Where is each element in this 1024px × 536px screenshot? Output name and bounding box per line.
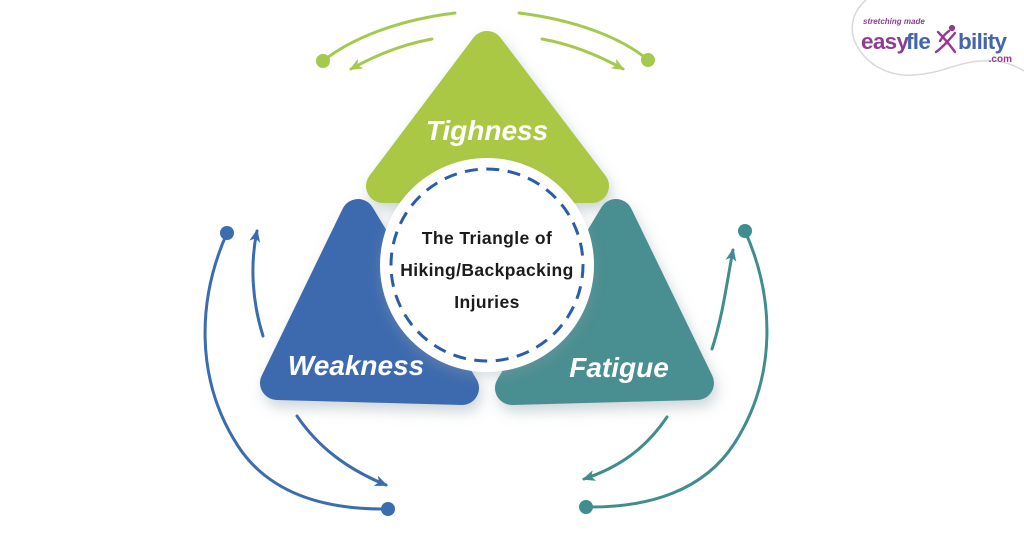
- logo-card-border: [851, 0, 1024, 76]
- tightness-dot-right: [641, 53, 655, 67]
- fatigue-label: Fatigue: [569, 352, 669, 383]
- weakness-arrow-up: [249, 229, 265, 338]
- weakness-dot-bottom: [381, 502, 395, 516]
- fatigue-dot-top: [738, 224, 752, 238]
- figure-limb-3: [938, 29, 951, 43]
- logo-card: stretching made easy fle bility .com: [851, 0, 1024, 76]
- tightness-arrow-right: [540, 37, 625, 71]
- center-title-line-3: Injuries: [454, 292, 519, 312]
- logo-fle: fle: [906, 29, 930, 54]
- logo-figure-x-icon: [934, 24, 957, 54]
- weakness-arrows: [203, 226, 395, 516]
- logo-easy: easy: [861, 29, 909, 54]
- fatigue-arrow-up: [710, 248, 737, 351]
- weakness-label: Weakness: [288, 350, 424, 381]
- logo-wordmark: easy fle bility: [861, 29, 1007, 54]
- center-title-line-2: Hiking/Backpacking: [400, 260, 574, 280]
- logo-card-background: [852, 0, 1024, 76]
- tightness-arrow-left: [349, 37, 434, 71]
- tightness-arrows: [316, 11, 655, 71]
- center-title-line-1: The Triangle of: [422, 228, 552, 248]
- weakness-dot-top: [220, 226, 234, 240]
- tightness-dot-left: [316, 54, 330, 68]
- fatigue-outer-arc: [584, 229, 769, 509]
- logo-domain-suffix: .com: [989, 54, 1012, 65]
- weakness-outer-arc: [203, 231, 390, 511]
- fatigue-dot-bottom: [579, 500, 593, 514]
- weakness-arrow-down: [295, 414, 388, 487]
- tightness-outer-arc-left: [321, 11, 457, 63]
- fatigue-arrows: [579, 224, 769, 514]
- center-circle: [389, 167, 585, 363]
- logo-bility: bility: [958, 29, 1007, 54]
- tightness-label: Tighness: [426, 115, 548, 146]
- figure-limb-2: [934, 31, 957, 54]
- tightness-outer-arc-right: [517, 11, 650, 62]
- logo-tagline: stretching made: [863, 17, 925, 26]
- fatigue-arrow-down: [582, 415, 669, 481]
- figure-head: [948, 24, 956, 32]
